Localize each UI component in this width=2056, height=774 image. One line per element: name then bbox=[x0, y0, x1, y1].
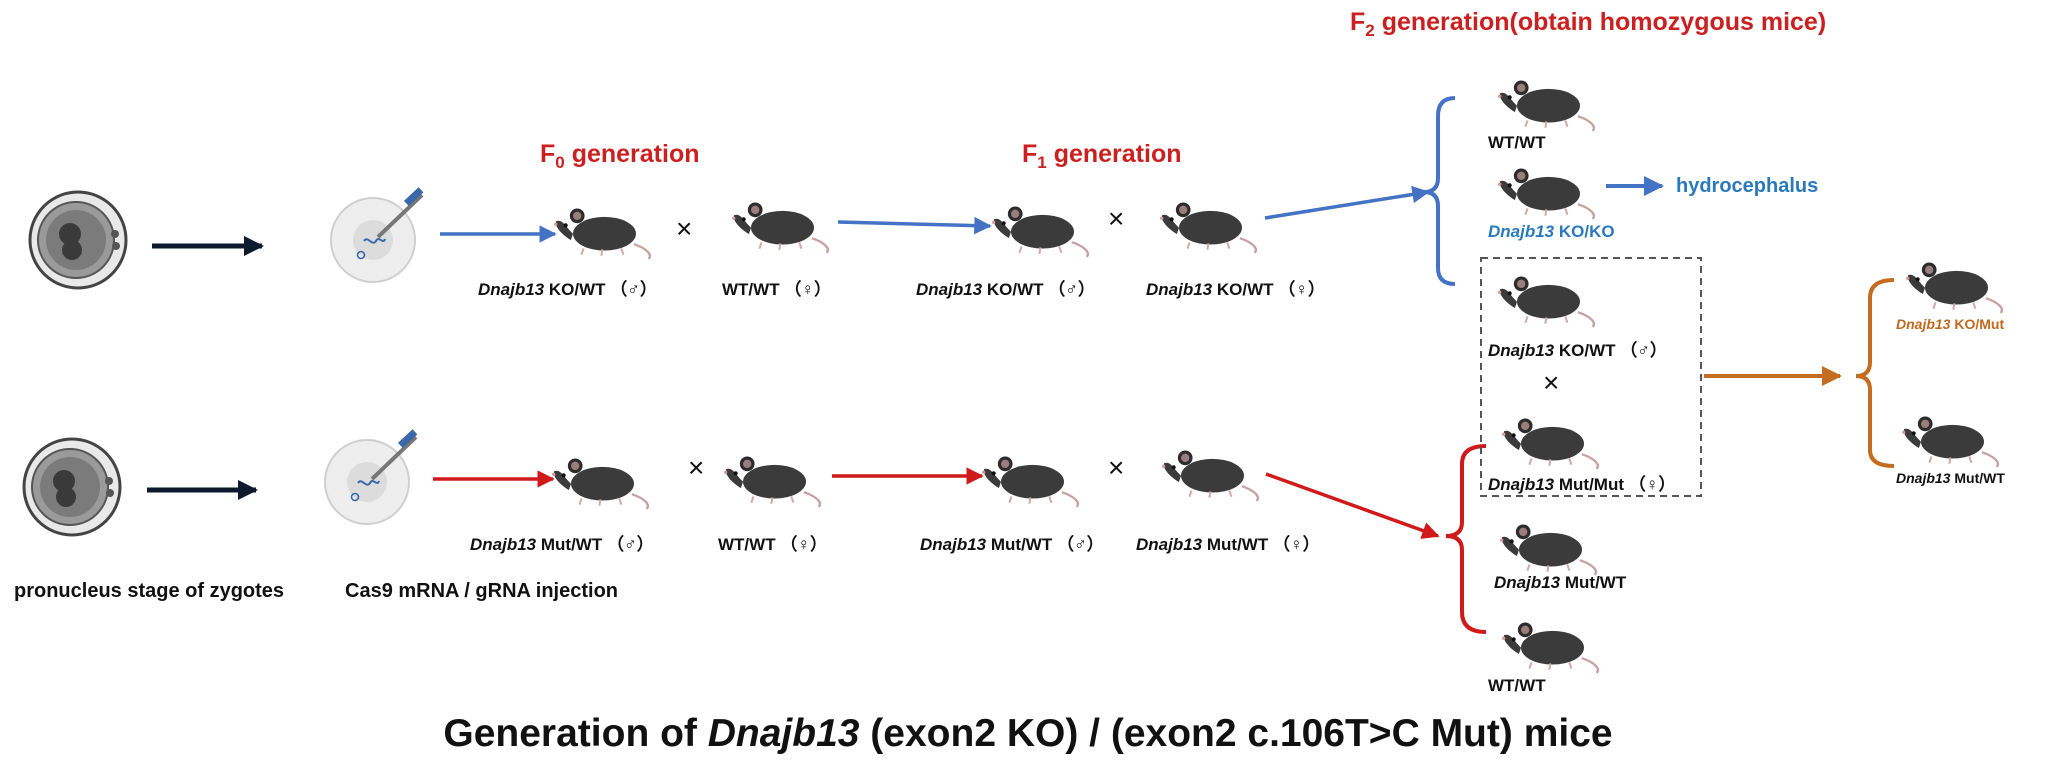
injection-step-label: Cas9 mRNA / gRNA injection bbox=[345, 580, 618, 602]
f2-ko-ko-label: Dnajb13 KO/KO bbox=[1488, 222, 1615, 241]
f1-generation-label: F1 generation bbox=[1022, 140, 1182, 172]
f2-mut-wt-label: Dnajb13 Mut/WT bbox=[1494, 573, 1627, 592]
injection-icon-top bbox=[331, 187, 423, 282]
cross-symbol-row1-f1: × bbox=[1108, 203, 1125, 234]
selected-cross-box bbox=[1480, 257, 1702, 497]
mouse-icon-f2-wt-wt-red bbox=[1500, 621, 1600, 675]
brace-orange bbox=[1855, 278, 1895, 468]
brace-blue bbox=[1423, 96, 1456, 286]
figure-title: Generation of Dnajb13 (exon2 KO) / (exon… bbox=[443, 712, 1613, 755]
arrow-blue-f1-to-f2 bbox=[1264, 185, 1430, 220]
cross-symbol-row1-f0: × bbox=[676, 213, 693, 244]
row1-f0-male-label: Dnajb13 KO/WT （♂） bbox=[478, 280, 658, 299]
f2-wt-wt-red-label: WT/WT bbox=[1488, 676, 1546, 695]
mouse-icon-f1-mut-wt-male bbox=[980, 455, 1080, 509]
zygote-step-label: pronucleus stage of zygotes bbox=[14, 580, 285, 602]
mouse-icon-offspring-mut-wt bbox=[1900, 415, 2000, 469]
f2-mut-mut-female-label: Dnajb13 Mut/Mut （♀） bbox=[1488, 475, 1676, 494]
mouse-icon-f2-mut-mut bbox=[1500, 417, 1600, 471]
mouse-icon-f2-ko-wt bbox=[1496, 275, 1596, 329]
mouse-icon-f1-ko-wt-male bbox=[990, 205, 1090, 259]
arrow-red-f1-to-f2 bbox=[1265, 472, 1440, 539]
zygote-icon-bottom bbox=[22, 437, 122, 537]
f2-ko-wt-male-label: Dnajb13 KO/WT （♂） bbox=[1488, 341, 1668, 360]
f0-generation-label: F0 generation bbox=[540, 140, 700, 172]
row2-f1-female-label: Dnajb13 Mut/WT （♀） bbox=[1136, 535, 1320, 554]
mouse-icon-f0-ko-wt-male bbox=[552, 207, 652, 261]
brace-red bbox=[1445, 444, 1487, 634]
mouse-icon-f0-wt-female bbox=[730, 201, 830, 255]
row2-f1-male-label: Dnajb13 Mut/WT （♂） bbox=[920, 535, 1104, 554]
injection-icon-bottom bbox=[325, 429, 417, 524]
row2-f0-male-label: Dnajb13 Mut/WT （♂） bbox=[470, 535, 654, 554]
offspring-ko-mut-label: Dnajb13 KO/Mut bbox=[1896, 316, 2005, 332]
mouse-icon-f0-wt-female-red bbox=[722, 455, 822, 509]
cross-symbol-f2: × bbox=[1543, 367, 1560, 398]
cross-symbol-row2-f1: × bbox=[1108, 452, 1125, 483]
f2-wt-wt-blue-label: WT/WT bbox=[1488, 133, 1546, 152]
mouse-icon-f2-mut-wt bbox=[1498, 523, 1598, 577]
mouse-icon-offspring-ko-mut bbox=[1904, 261, 2004, 315]
hydrocephalus-label: hydrocephalus bbox=[1676, 175, 1819, 197]
row1-f0-female-label: WT/WT （♀） bbox=[722, 280, 832, 299]
mouse-icon-f2-wt-wt-blue bbox=[1496, 79, 1596, 133]
row1-f1-male-label: Dnajb13 KO/WT （♂） bbox=[916, 280, 1096, 299]
mouse-icon-f2-ko-ko bbox=[1496, 167, 1596, 221]
mouse-icon-f0-mut-wt-male bbox=[550, 457, 650, 511]
mouse-icon-f1-ko-wt-female bbox=[1158, 201, 1258, 255]
cross-symbol-row2-f0: × bbox=[688, 452, 705, 483]
arrow-blue-f0-to-f1 bbox=[837, 216, 992, 235]
f2-generation-label: F2 generation(obtain homozygous mice) bbox=[1350, 8, 1827, 40]
zygote-icon-top bbox=[28, 190, 128, 290]
row2-f0-female-label: WT/WT （♀） bbox=[718, 535, 828, 554]
offspring-mut-wt-label: Dnajb13 Mut/WT bbox=[1896, 470, 2005, 486]
mouse-icon-f1-mut-wt-female bbox=[1160, 449, 1260, 503]
row1-f1-female-label: Dnajb13 KO/WT （♀） bbox=[1146, 280, 1326, 299]
